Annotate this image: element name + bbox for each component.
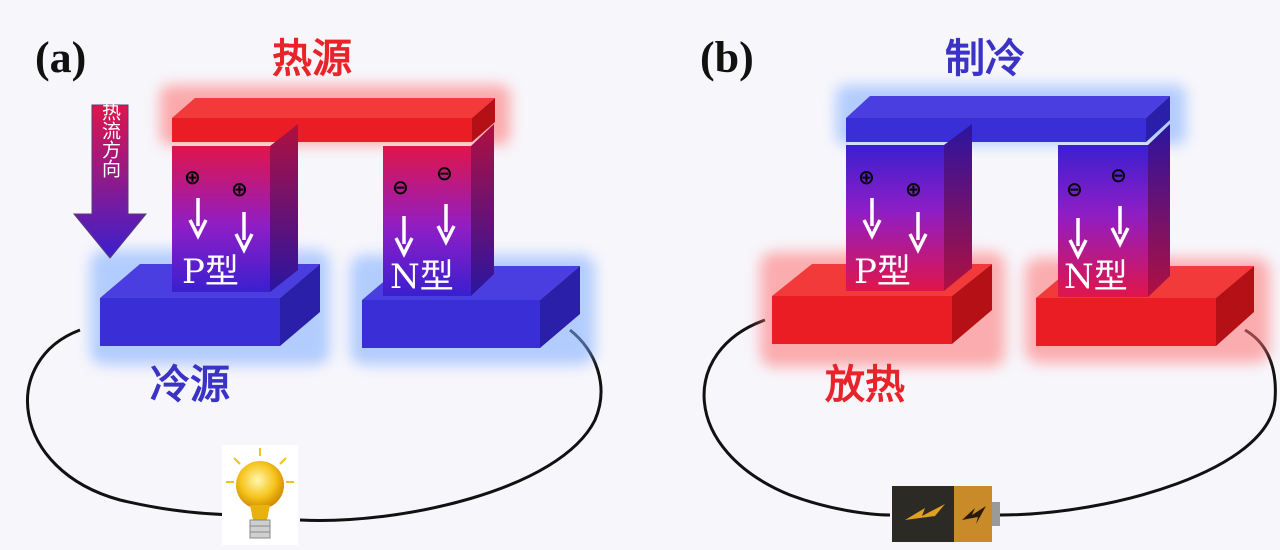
n-sign-1: ⊖	[1066, 177, 1083, 201]
panel-a-label: (a)	[35, 33, 86, 82]
carrier-arrow-icon	[394, 216, 414, 258]
circuit-wire-a	[26, 328, 603, 522]
p-leg-b: ⊕ ⊕ P型	[846, 124, 972, 292]
heat-source-top	[172, 98, 495, 118]
cold-block-right-side	[540, 266, 580, 348]
battery-icon	[892, 486, 1000, 542]
carrier-arrow-icon	[1110, 206, 1130, 248]
carrier-arrow-icon	[908, 212, 928, 254]
p-type-label: P型	[182, 252, 239, 292]
n-leg-b: ⊖ ⊖ N型	[1058, 124, 1170, 297]
carrier-arrow-icon	[234, 212, 254, 254]
cooling-plate	[846, 118, 1146, 142]
panel-a: (a) 热源 ⊕ ⊕ P型	[26, 33, 603, 545]
panel-b-label: (b)	[700, 33, 754, 82]
hot-block-right-side	[1216, 266, 1254, 346]
cooling-label: 制冷	[945, 36, 1025, 82]
hot-block-left-side	[952, 264, 992, 344]
cold-source-label: 冷源	[150, 362, 230, 408]
carrier-arrow-icon	[1068, 218, 1088, 260]
heat-flow-arrow: 热流方向	[72, 102, 148, 259]
carrier-arrow-icon	[436, 204, 456, 246]
cold-block-right	[362, 300, 540, 348]
hot-block-right	[1036, 298, 1216, 346]
p-sign-2: ⊕	[905, 177, 922, 201]
heat-release-label: 放热	[825, 362, 905, 408]
n-sign-2: ⊖	[436, 161, 453, 185]
heat-source-label: 热源	[272, 36, 352, 82]
heat-source-side	[472, 98, 495, 142]
p-leg-a: ⊕ ⊕ P型	[172, 124, 298, 292]
n-sign-2: ⊖	[1110, 163, 1127, 187]
n-sign-1: ⊖	[392, 175, 409, 199]
p-type-label: P型	[854, 252, 911, 292]
carrier-arrow-icon	[862, 198, 882, 240]
heat-source-plate	[172, 118, 472, 142]
cooling-side	[1146, 96, 1170, 142]
heat-flow-label: 热流方向	[99, 102, 121, 178]
light-bulb-icon	[222, 445, 298, 545]
p-sign-1: ⊕	[858, 165, 875, 189]
n-type-label: N型	[1064, 257, 1128, 297]
p-sign-2: ⊕	[231, 177, 248, 201]
cold-block-left-side	[280, 264, 320, 346]
carrier-arrow-icon	[188, 198, 208, 240]
hot-block-left	[772, 296, 952, 344]
cooling-top	[846, 96, 1170, 118]
n-type-label: N型	[390, 257, 454, 297]
p-sign-1: ⊕	[184, 165, 201, 189]
panel-b: (b) 制冷 ⊕ ⊕ P型	[700, 33, 1277, 542]
cold-block-left	[100, 298, 280, 346]
n-leg-a: ⊖ ⊖ N型	[383, 124, 494, 297]
